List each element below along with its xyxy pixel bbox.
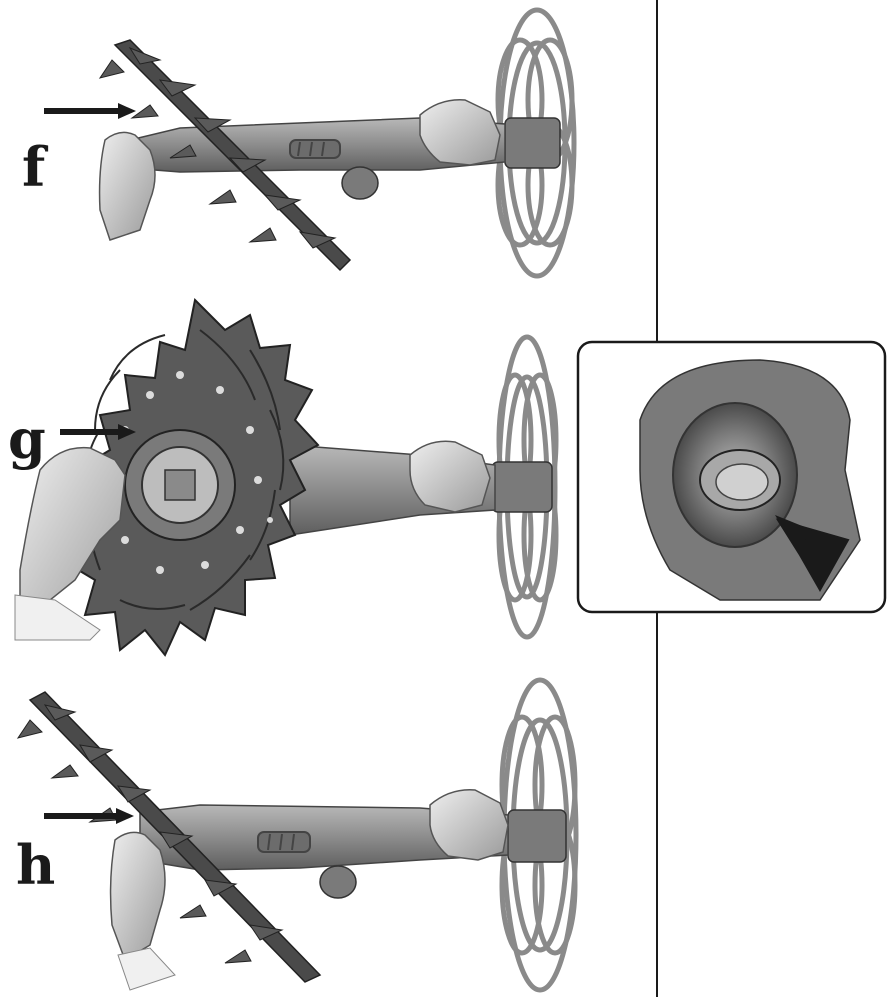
step-label-g: g — [8, 412, 46, 466]
arrow-h — [44, 808, 134, 824]
sleeve-h — [118, 948, 175, 990]
step-label-f: f — [22, 140, 45, 194]
left-hand-h — [111, 832, 165, 960]
detail-inset — [578, 342, 885, 612]
hub-f — [505, 118, 560, 168]
left-hand-f — [100, 132, 155, 240]
knob-f — [342, 167, 378, 199]
arrow-f — [44, 103, 136, 119]
right-hand-g — [410, 441, 490, 512]
step-f-illustration — [44, 10, 574, 276]
hub-g — [492, 462, 552, 512]
hub-h — [508, 810, 566, 862]
step-g-illustration — [15, 300, 556, 655]
vent-slots-h — [258, 832, 310, 852]
right-hand-f — [420, 100, 500, 165]
right-hand-h — [430, 790, 508, 860]
inset-ring-inner — [716, 464, 768, 500]
step-h-illustration — [18, 680, 576, 990]
step-label-h: h — [16, 838, 55, 892]
vent-slots-f — [290, 140, 340, 158]
sleeve-g — [15, 595, 100, 640]
knob-h — [320, 866, 356, 898]
